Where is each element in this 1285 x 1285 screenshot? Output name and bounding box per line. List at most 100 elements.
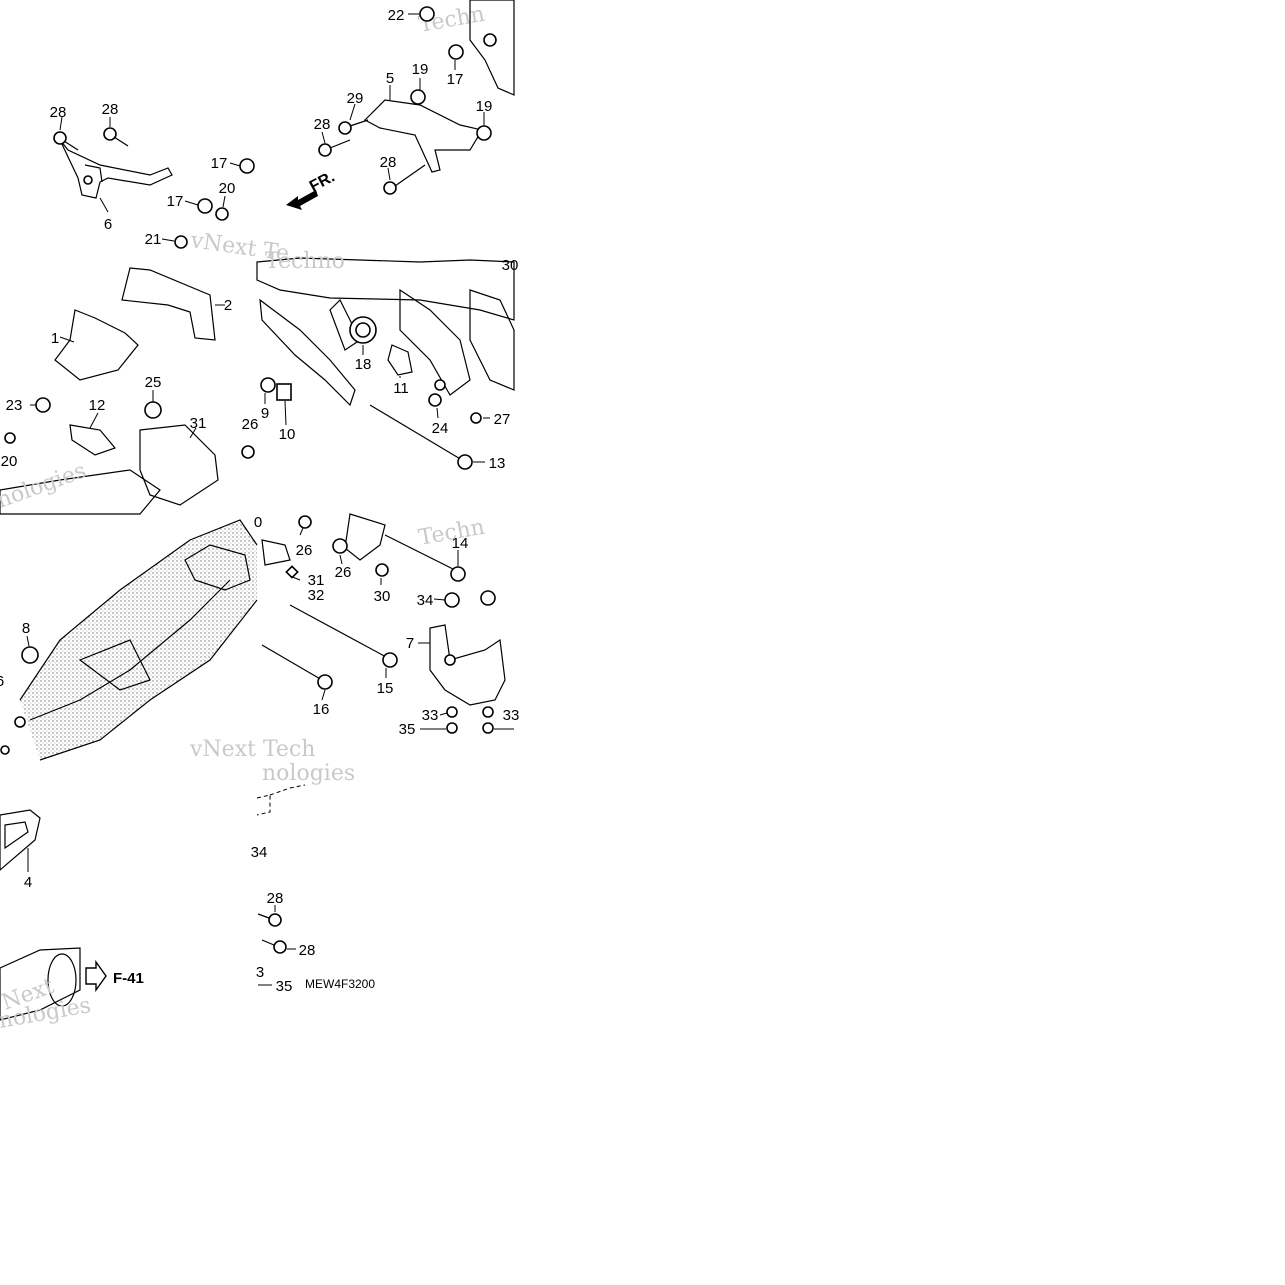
reference-label: F-41: [113, 970, 144, 987]
leader-line: [349, 119, 369, 127]
leader-line: [439, 712, 448, 716]
callout-partial: 0: [254, 514, 262, 531]
callout-26: 26: [335, 564, 352, 581]
nut-35: [446, 722, 458, 734]
leader-line: [184, 200, 199, 206]
nut-35: [482, 722, 494, 734]
collar-10: [276, 383, 292, 401]
front-arrow-icon: [286, 190, 318, 210]
callout-9: 9: [261, 405, 269, 422]
fastener: [317, 674, 333, 690]
fastener: [434, 379, 446, 391]
callout-28: 28: [50, 104, 67, 121]
leader-line: [284, 400, 287, 426]
fastener: [0, 745, 10, 755]
leader-line: [261, 939, 275, 946]
collar-12: [69, 424, 117, 456]
callout-17: 17: [211, 155, 228, 172]
figure-code: MEW4F3200: [305, 977, 375, 991]
callout-28: 28: [102, 101, 119, 118]
part-outline: [0, 469, 161, 515]
leader-line: [59, 336, 75, 343]
callout-17: 17: [167, 193, 184, 210]
callout-21: 21: [145, 231, 162, 248]
callout-12: 12: [89, 397, 106, 414]
leader-line: [113, 136, 129, 147]
cover-2: [121, 267, 216, 341]
watermark: Techno: [265, 249, 345, 274]
leader-line: [321, 689, 326, 701]
nut-27: [470, 412, 482, 424]
callout-28: 28: [314, 116, 331, 133]
callout-1: 1: [51, 330, 59, 347]
frame-portion: [469, 0, 515, 96]
fastener: [318, 143, 332, 157]
seat-cowl-4: [0, 809, 41, 871]
bolt-29: [338, 119, 369, 135]
leader-line: [161, 238, 175, 242]
callout-33: 33: [422, 707, 439, 724]
callout-partial: 6: [0, 673, 4, 690]
callout-34: 34: [417, 592, 434, 609]
callout-25: 25: [145, 374, 162, 391]
part-outline: [47, 953, 77, 1007]
washer-20: [4, 432, 16, 444]
part-outline: [29, 579, 231, 721]
leader-line: [299, 527, 304, 536]
bolt-14: [384, 534, 456, 571]
part-outline: [344, 513, 386, 561]
fastener: [444, 654, 456, 666]
part-outline: [39, 599, 258, 761]
nut-17: [197, 198, 213, 214]
cushion-34: [480, 590, 496, 606]
callout-35: 35: [399, 721, 416, 738]
tile-covers: nologies 2 1 25 23 12 31 26 20: [0, 267, 259, 515]
stay-5: [364, 99, 483, 173]
callout-partial: 3: [256, 964, 264, 981]
callout-18: 18: [355, 356, 372, 373]
part-outline: [4, 821, 29, 850]
fastener: [83, 175, 93, 185]
part-outline: [399, 288, 471, 396]
bolt-13: [369, 404, 463, 461]
clip-25: [144, 401, 162, 419]
part-outline: [78, 639, 151, 691]
bolt-28: [257, 913, 282, 927]
callout-26: 26: [242, 416, 259, 433]
bolt-28: [261, 939, 287, 954]
leader-line: [349, 103, 356, 121]
leader-line: [89, 412, 99, 429]
tile-frame-mount: Techno 30 18 11 9 10 24 27 13: [256, 249, 518, 472]
leader-line: [189, 427, 197, 439]
leader-line: [222, 195, 226, 208]
tile-hanger-bolts: Techn 0 14 26 26 30 31 32 34 7 15 16 33 …: [254, 513, 519, 738]
rear-frame-shading: [20, 520, 257, 760]
callout-31: 31: [308, 572, 325, 589]
main-frame: [256, 257, 515, 321]
leader-line: [26, 635, 30, 647]
callout-8: 8: [22, 620, 30, 637]
callout-30: 30: [374, 588, 391, 605]
fastener: [382, 652, 398, 668]
callout-14: 14: [452, 535, 469, 552]
nut-26: [332, 538, 348, 554]
clip-24: [428, 393, 442, 407]
callout-2: 2: [224, 297, 232, 314]
bolt-15: [289, 604, 389, 659]
nut-8: [21, 646, 39, 664]
fastener: [268, 913, 282, 927]
fastener: [483, 33, 497, 47]
bracket-31: [139, 424, 219, 506]
nut-26: [241, 445, 255, 459]
callout-27: 27: [494, 411, 511, 428]
watermark: nologies: [262, 761, 355, 786]
collar-11: [387, 344, 413, 376]
callout-24: 24: [432, 420, 449, 437]
muffler: [0, 947, 81, 1021]
part-outline: [261, 539, 291, 566]
leader-line: [321, 131, 326, 144]
cover-1: [54, 309, 139, 381]
callout-20: 20: [1, 453, 18, 470]
tile-bolts-ref: nologies 34 28 28 3 35 MEW4F3200: [251, 761, 376, 995]
fastener: [383, 181, 397, 195]
